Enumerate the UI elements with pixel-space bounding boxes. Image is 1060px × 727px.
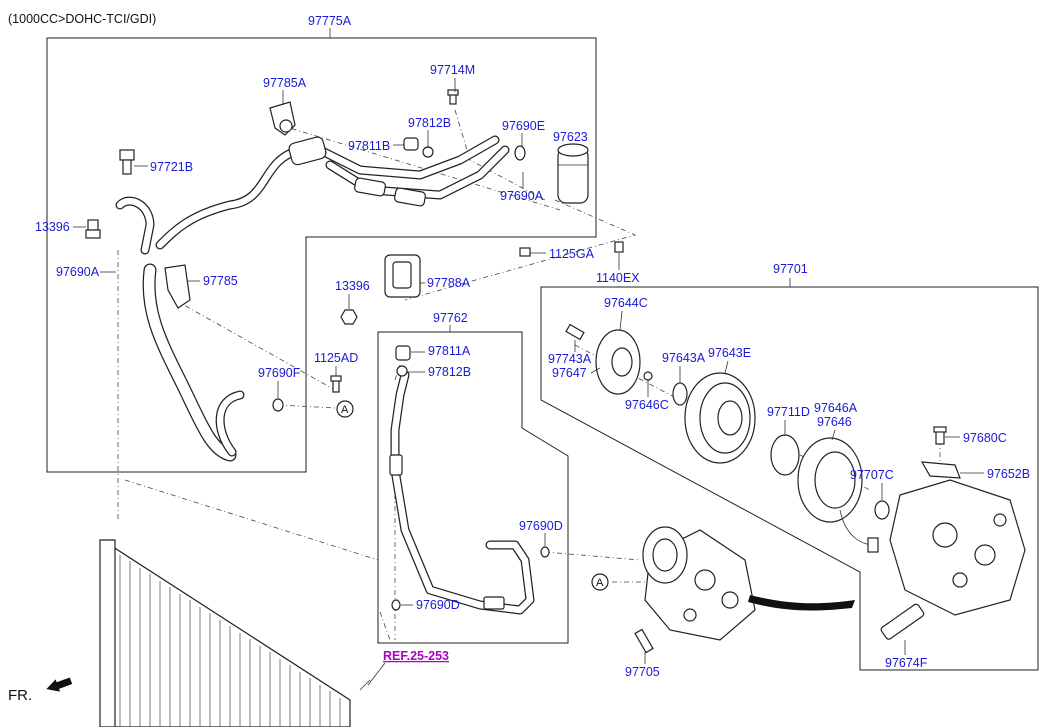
label-97644C[interactable]: 97644C (604, 296, 648, 310)
nut-13396-mid (340, 309, 358, 325)
label-97690F[interactable]: 97690F (258, 366, 301, 380)
fitting-97812B (422, 146, 434, 158)
bracket-97788A (384, 254, 421, 298)
hose-assembly-frame (46, 37, 597, 473)
label-1140EX[interactable]: 1140EX (596, 271, 640, 285)
ac-compressor (642, 526, 756, 641)
compressor-body (889, 479, 1026, 616)
o-ring-97690D-lower (391, 599, 401, 611)
label-13396-mid[interactable]: 13396 (335, 279, 370, 293)
label-97721B[interactable]: 97721B (150, 160, 193, 174)
assembly-pointer (748, 595, 855, 611)
pipe-assembly-frame (377, 331, 569, 644)
label-97788A[interactable]: 97788A (427, 276, 471, 290)
compressor-assembly-frame (540, 286, 1039, 671)
label-97812B-top[interactable]: 97812B (408, 116, 451, 130)
label-97690D-upper[interactable]: 97690D (519, 519, 563, 533)
label-97711D[interactable]: 97711D (767, 405, 810, 419)
label-97714M[interactable]: 97714M (430, 63, 475, 77)
group-number-compressor-assembly[interactable]: 97701 (773, 262, 808, 276)
label-97690A-mid[interactable]: 97690A (500, 189, 544, 203)
o-ring-97690F (272, 398, 284, 412)
field-coil-97646 (797, 437, 879, 553)
connection-marker-a-left (336, 400, 354, 418)
group-number-pipe-assembly[interactable]: 97762 (433, 311, 468, 325)
clutch-hub-97644C (595, 329, 641, 395)
connection-marker-a-right-text: A (596, 577, 604, 589)
receiver-drier-97623 (557, 143, 589, 204)
label-97652B[interactable]: 97652B (987, 467, 1030, 481)
bracket-97652B (920, 461, 961, 479)
label-97690D-lower[interactable]: 97690D (416, 598, 460, 612)
suction-hose (115, 135, 510, 462)
nut-13396-left (85, 219, 101, 239)
o-ring-97707C (874, 500, 890, 520)
front-orientation-label: FR. (8, 687, 32, 704)
label-97743A[interactable]: 97743A (548, 352, 592, 366)
label-97674F[interactable]: 97674F (885, 656, 928, 670)
snap-ring-97643A (672, 382, 688, 406)
o-ring-97690E (514, 145, 526, 161)
label-97812B-lower[interactable]: 97812B (428, 365, 471, 379)
bolt-97714M (447, 89, 459, 105)
label-97811B[interactable]: 97811B (348, 139, 390, 153)
label-13396-left[interactable]: 13396 (35, 220, 70, 234)
shim-97646C (643, 371, 653, 381)
label-97785[interactable]: 97785 (203, 274, 238, 288)
label-97643A[interactable]: 97643A (662, 351, 706, 365)
pulley-97643E (684, 372, 756, 464)
bolt-1125AD (330, 375, 342, 393)
fitting-97811B (403, 137, 419, 151)
label-97646A[interactable]: 97646A (814, 401, 858, 415)
o-ring-97690D-upper (540, 546, 550, 558)
bracket-97785A (269, 101, 296, 136)
bolt-97705 (634, 628, 654, 654)
label-97690E[interactable]: 97690E (502, 119, 545, 133)
label-97646[interactable]: 97646 (817, 415, 852, 429)
label-97646C[interactable]: 97646C (625, 398, 669, 412)
label-97680C[interactable]: 97680C (963, 431, 1007, 445)
condenser (99, 539, 371, 727)
connection-marker-a-left-text: A (341, 404, 349, 416)
front-arrow-icon (46, 677, 73, 692)
label-97643E[interactable]: 97643E (708, 346, 751, 360)
fitting-97811A (395, 345, 411, 361)
label-1125GA[interactable]: 1125GA (549, 247, 595, 261)
clamp-97785 (164, 264, 191, 309)
label-97623[interactable]: 97623 (553, 130, 588, 144)
connection-marker-a-right (591, 573, 609, 591)
label-97690A-left[interactable]: 97690A (56, 265, 100, 279)
group-number-hose-assembly[interactable]: 97775A (308, 14, 352, 28)
label-97785A[interactable]: 97785A (263, 76, 307, 90)
pressure-valve-97674F (880, 603, 925, 640)
bolt-97680C (933, 426, 947, 445)
pressure-sensor-97721B (119, 149, 135, 175)
discharge-pipe (389, 370, 535, 615)
bolt-1140EX (614, 241, 624, 253)
label-97707C[interactable]: 97707C (850, 468, 894, 482)
reference-link-25-253[interactable]: REF.25-253 (383, 649, 449, 663)
bolt-1125GA (519, 247, 531, 257)
label-97705[interactable]: 97705 (625, 665, 660, 679)
label-97811A[interactable]: 97811A (428, 344, 471, 358)
bolt-97743A (565, 323, 585, 341)
label-97647[interactable]: 97647 (552, 366, 587, 380)
snap-ring-97711D (770, 434, 800, 476)
engine-spec-header: (1000CC>DOHC-TCI/GDI) (8, 12, 156, 26)
fitting-97812B-lower (396, 365, 408, 377)
label-1125AD[interactable]: 1125AD (314, 351, 358, 365)
